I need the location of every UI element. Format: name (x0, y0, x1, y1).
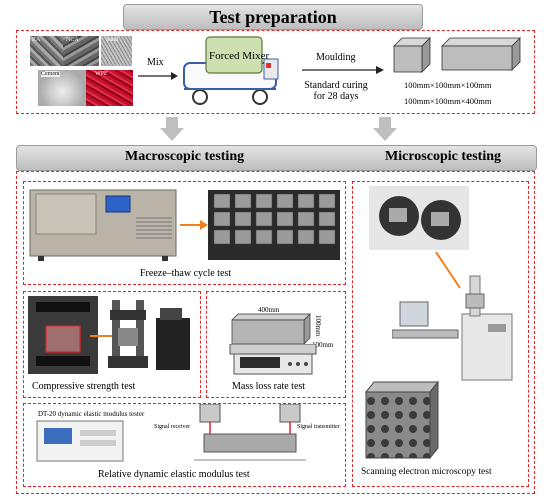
mix-label: Mix (147, 57, 164, 68)
compressive-machine-icon (28, 296, 190, 374)
prism-specimen-icon (441, 37, 521, 71)
transducer-setup-icon (194, 404, 306, 461)
freeze-thaw-frame (23, 181, 346, 285)
mass-loss-dim-100b: 100mm (312, 341, 334, 349)
scale-icon (229, 344, 317, 375)
forced-mixer-icon (183, 36, 279, 105)
sem-sample-photo (369, 186, 469, 250)
mass-loss-specimen-icon (231, 313, 311, 345)
mass-loss-dim-400: 400mm (258, 306, 280, 314)
freeze-thaw-arrow-icon (180, 220, 208, 230)
sem-frame (352, 181, 529, 487)
sem-micrograph-photo (364, 380, 440, 460)
prism-size-label: 100mm×100mm×400mm (404, 96, 492, 106)
material-sand-photo (101, 36, 132, 66)
preparation-frame (16, 30, 535, 114)
signal-transmitter-label: Signal transmitter (297, 424, 340, 430)
testing-frame (16, 171, 535, 494)
compressive-label: Compressive strength test (32, 381, 136, 392)
preparation-banner: Test preparation (123, 4, 423, 30)
material-wpf-label: WPF (95, 71, 108, 77)
compressive-frame (23, 291, 201, 398)
dynamic-modulus-frame (23, 403, 346, 487)
mass-loss-dim-100a: 100mm (314, 315, 322, 337)
cube-size-label: 100mm×100mm×100mm (404, 80, 492, 90)
preparation-title: Test preparation (209, 7, 337, 27)
signal-receiver-label: Signal receiver (154, 424, 191, 430)
freeze-thaw-label: Freeze–thaw cycle test (140, 268, 232, 279)
material-nca-photo (63, 36, 99, 66)
freeze-thaw-chamber-icon (29, 189, 177, 261)
material-ra-label: RA (32, 37, 41, 43)
material-nca-label: NCA (66, 37, 79, 43)
material-cement-label: Cement (41, 71, 60, 77)
sem-pointer-icon (435, 251, 461, 289)
mass-loss-label: Mass loss rate test (232, 381, 306, 392)
micro-title: Microscopic testing (385, 149, 501, 164)
mixer-label: Forced Mixer (209, 50, 270, 62)
tester-label: DT-20 dynamic elastic modulus tester (38, 410, 145, 418)
curing-text: Standard curing for 28 days (304, 80, 368, 102)
down-arrow-left-icon (160, 117, 184, 141)
down-arrow-right-icon (373, 117, 397, 141)
moulding-label: Moulding (316, 52, 356, 63)
mix-arrow-icon (138, 72, 178, 80)
dynamic-modulus-label: Relative dynamic elastic modulus test (98, 469, 250, 480)
modulus-tester-icon (36, 420, 124, 462)
material-ra-photo (30, 36, 63, 66)
sem-label: Scanning electron microscopy test (361, 467, 492, 477)
testing-banner (16, 145, 537, 171)
specimen-tray-icon (208, 190, 340, 260)
mass-loss-frame (206, 291, 346, 398)
macro-title: Macroscopic testing (125, 149, 245, 164)
cube-specimen-icon (393, 37, 431, 73)
material-sand-label: Sand (106, 37, 118, 43)
sem-microscope-icon (392, 275, 513, 381)
curing-label: Standard curing for 28 days (300, 80, 372, 102)
moulding-arrow-icon (302, 66, 384, 74)
material-wpf-photo (86, 70, 133, 106)
